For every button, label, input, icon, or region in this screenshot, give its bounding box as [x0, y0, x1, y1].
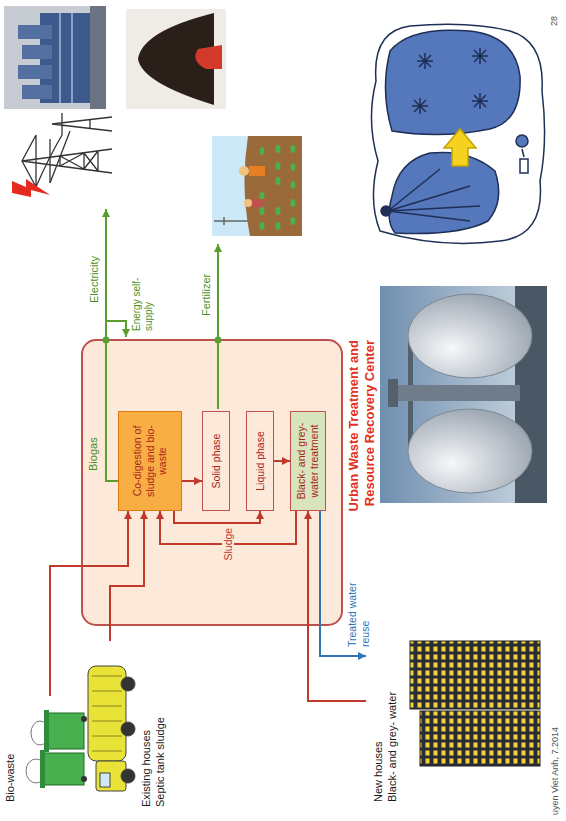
page-number: 28	[549, 16, 560, 26]
process-label: Black- and grey- water treatment	[295, 418, 320, 504]
process-box: Liquid phase	[246, 411, 274, 511]
flow-arrow	[174, 511, 260, 523]
compost-photo	[126, 9, 226, 109]
process-label: Co-digestion of sludge and bio-waste	[131, 418, 169, 504]
flow-arrow	[50, 511, 128, 696]
flow-label: Biogas	[87, 437, 100, 471]
waste-source: New housesBlack- and grey- water	[366, 631, 546, 806]
farm-illustration	[212, 136, 302, 236]
author-credit: uyen Viet Anh, 7.2014	[550, 727, 561, 815]
junction-dot	[103, 337, 110, 344]
process-label: Liquid phase	[254, 431, 267, 491]
generator-photo	[4, 6, 106, 109]
waste-source: Bio-waste	[4, 696, 88, 806]
flow-label: Treated water reuse	[346, 573, 371, 649]
source-label: New houses	[372, 631, 386, 802]
source-label: Bio-waste	[4, 696, 18, 802]
flow-label: Electricity	[88, 256, 101, 303]
new-buildings	[410, 641, 540, 766]
process-box: Black- and grey- water treatment	[290, 411, 326, 511]
source-label: Existing houses	[140, 641, 154, 807]
flow-arrow	[182, 480, 202, 482]
source-label: Septic tank sludge	[154, 641, 168, 807]
septic-truck	[88, 666, 135, 791]
waste-source: Existing housesSeptic tank sludge	[80, 641, 178, 811]
source-label: Black- and grey- water	[386, 631, 400, 802]
center-outline	[82, 340, 342, 625]
power-pylon	[22, 113, 112, 187]
flow-arrow	[110, 511, 144, 641]
process-box: Solid phase	[202, 411, 230, 511]
process-box: Co-digestion of sludge and bio-waste	[118, 411, 182, 511]
junction-dot	[215, 337, 222, 344]
lightning-bolt	[12, 179, 50, 197]
flow-arrow	[274, 460, 290, 462]
flow-label: Energy self-supply	[131, 259, 155, 331]
flow-label: Fertilizer	[200, 274, 213, 316]
center-title: Urban Waste Treatment and Resource Recov…	[346, 340, 377, 552]
flow-label: Sludge	[222, 526, 235, 563]
digester-photo	[380, 286, 547, 503]
city-map	[371, 24, 544, 243]
process-label: Solid phase	[210, 434, 223, 489]
treatment-center: Urban Waste Treatment and Resource Recov…	[82, 340, 342, 625]
bio-waste-bins	[26, 710, 87, 788]
